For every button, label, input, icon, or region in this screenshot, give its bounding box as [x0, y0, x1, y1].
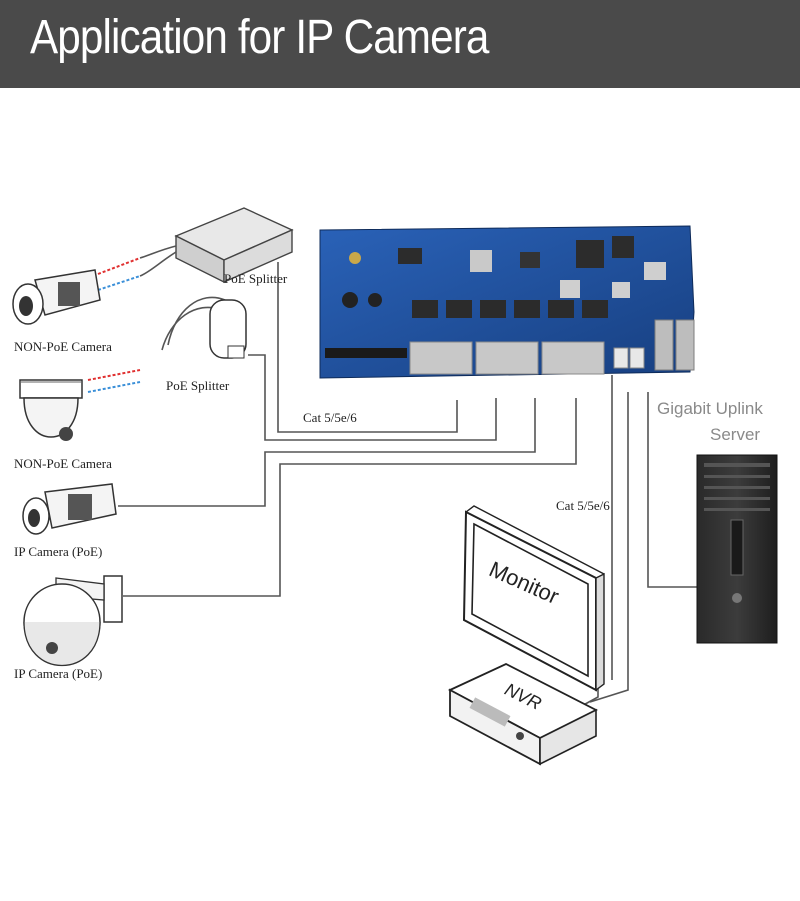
wire-uplink-server: [647, 392, 697, 588]
non-poe-camera-label-1: NON-PoE Camera: [14, 339, 112, 354]
wire-ip-camera-1: [118, 398, 536, 507]
rj45-ports: [409, 319, 695, 375]
ip-camera-label-1: IP Camera (PoE): [14, 544, 102, 559]
blue-wire-2: [87, 381, 141, 393]
monitor-icon: Monitor: [462, 505, 605, 692]
ip-camera-icon-2: [23, 575, 123, 667]
header-bar: Application for IP Camera: [0, 0, 800, 88]
poe-splitter-label-2: PoE Splitter: [166, 378, 230, 393]
non-poe-camera-icon-2: [19, 379, 83, 441]
blue-wire: [97, 275, 141, 291]
non-poe-camera-icon-1: [12, 269, 101, 325]
poe-splitter-adapter: [161, 296, 247, 359]
wire-splitter-2: [248, 354, 497, 441]
cable-label-1: Cat 5/5e/6: [303, 410, 357, 425]
cable-wires: [118, 262, 697, 709]
page-title: Application for IP Camera: [30, 11, 489, 64]
wire-ip-camera-2: [123, 398, 577, 597]
red-wire: [97, 257, 141, 275]
application-diagram: PoE Splitter PoE Splitter NON-PoE Camera…: [12, 207, 778, 766]
ip-camera-label-2: IP Camera (PoE): [14, 666, 102, 681]
poe-splitter-box: [139, 207, 294, 284]
ip-camera-icon-1: [22, 483, 117, 535]
nvr-icon: NVR: [447, 662, 598, 766]
poe-splitter-label-1: PoE Splitter: [224, 271, 288, 286]
wire-nvr-2: [589, 392, 629, 703]
gigabit-uplink-label: Gigabit Uplink: [657, 399, 763, 418]
wire-splitter-1: [277, 262, 458, 433]
non-poe-camera-label-2: NON-PoE Camera: [14, 456, 112, 471]
server-tower-icon: [696, 454, 778, 644]
cable-label-2: Cat 5/5e/6: [556, 498, 610, 513]
server-label: Server: [710, 425, 760, 444]
red-wire-2: [87, 369, 141, 381]
poe-switch-board: [319, 225, 695, 379]
